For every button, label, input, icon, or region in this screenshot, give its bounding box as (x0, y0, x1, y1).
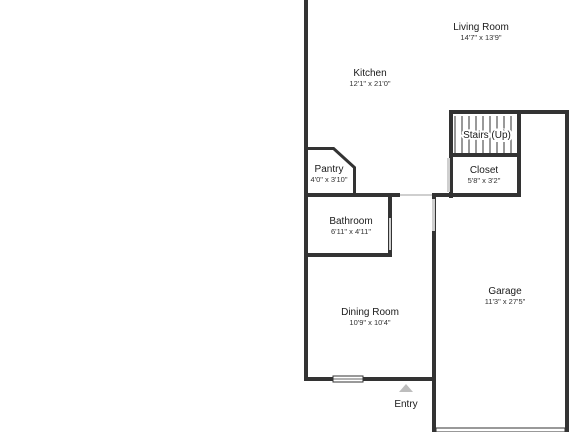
entry-label: Entry (394, 399, 417, 410)
dining-south-wall (304, 377, 436, 381)
stairs-name: Stairs (Up) (463, 130, 511, 141)
dining-room-dims: 10'9" x 10'4" (349, 318, 390, 327)
kitchen-name: Kitchen (353, 68, 386, 79)
garage-north-wall (518, 110, 569, 114)
closet-north-wall (449, 153, 521, 157)
closet-door-frame (447, 158, 450, 192)
pantry-north-wall (304, 147, 334, 150)
closet-south-wall (432, 193, 521, 197)
west-exterior-wall (304, 0, 308, 381)
bathroom-name: Bathroom (329, 216, 372, 227)
openings (332, 158, 566, 432)
garage-west-wall (432, 196, 436, 432)
garage-door (435, 427, 566, 432)
living-room-dims: 14'7" x 13'9" (460, 33, 501, 42)
garage-name: Garage (488, 286, 522, 297)
pantry-dims: 4'0" x 3'10" (311, 175, 348, 184)
stair-treads (454, 116, 512, 153)
pantry-angled-wall (331, 146, 357, 170)
hall-doorway (400, 194, 432, 196)
kitchen-dims: 12'1" x 21'0" (349, 79, 390, 88)
living-room-name: Living Room (453, 22, 509, 33)
stairs-north-wall (449, 110, 521, 114)
bathroom-dims: 6'11" x 4'11" (331, 227, 371, 236)
bathroom-door-frame (389, 218, 391, 250)
garage-door-frame (432, 199, 435, 231)
closet-dims: 5'8" x 3'2" (468, 176, 501, 185)
pantry-east-wall (353, 167, 356, 195)
bathroom-south-wall (304, 253, 392, 257)
room-labels: Living Room 14'7" x 13'9" Kitchen 12'1" … (311, 22, 526, 410)
entry-arrow-icon (399, 384, 413, 392)
dining-room-name: Dining Room (341, 307, 399, 318)
pantry-name: Pantry (315, 164, 344, 175)
closet-name: Closet (470, 165, 499, 176)
hall-wall-west (304, 193, 400, 197)
garage-dims: 11'3" x 27'5" (485, 297, 526, 306)
garage-east-wall (565, 110, 569, 432)
